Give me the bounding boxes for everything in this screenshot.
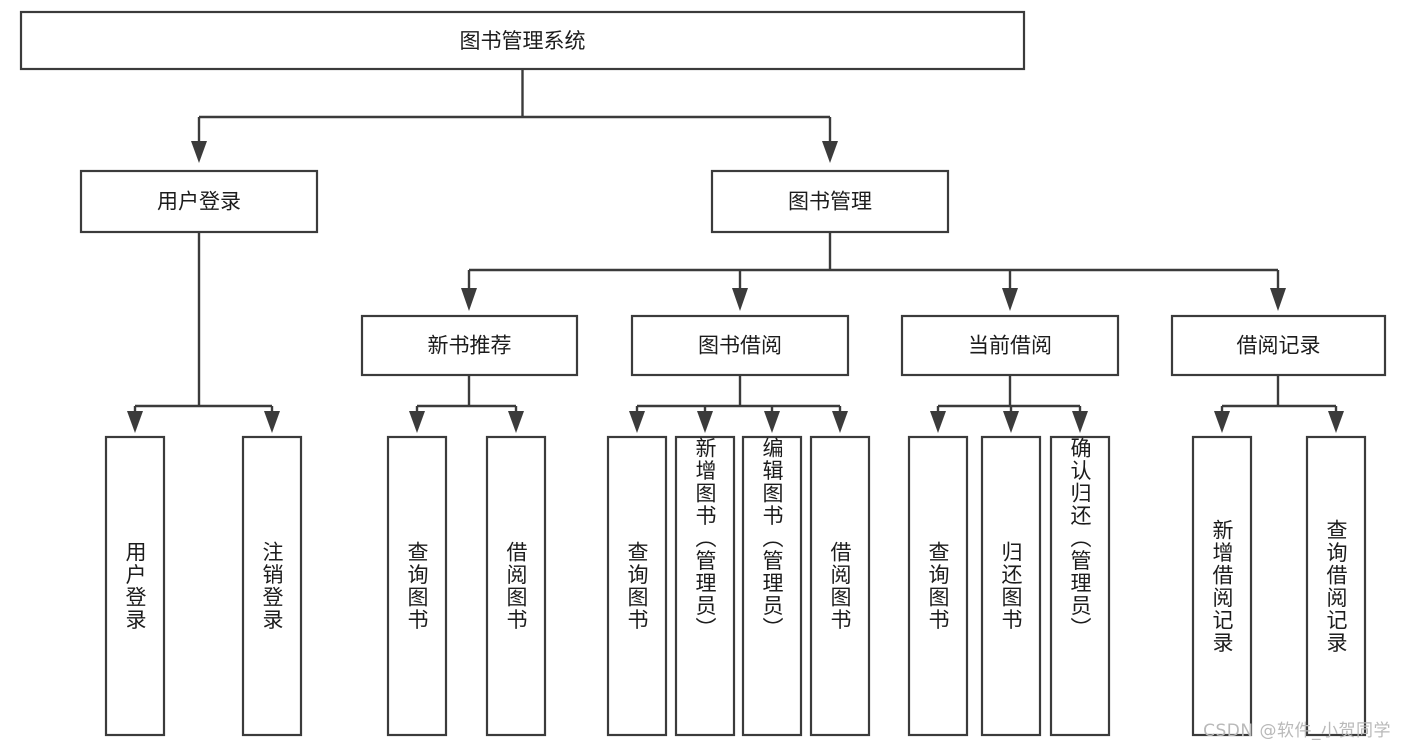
csdn-watermark: CSDN @软件_小贺同学	[1203, 721, 1391, 741]
node-book-management[interactable]: 图书管理	[710, 169, 950, 234]
arrowhead-newbook-leaf-1	[409, 411, 425, 433]
leaf-box-logout[interactable]	[241, 435, 303, 737]
leaf-box-add-book-admin[interactable]	[674, 435, 736, 737]
arrowhead-book-mgmt	[822, 141, 838, 163]
node-borrow-record[interactable]: 借阅记录	[1170, 314, 1387, 377]
node-root-system-label: 图书管理系统	[460, 29, 586, 53]
arrowhead-current-borrow	[1002, 288, 1018, 311]
node-current-borrow-label: 当前借阅	[968, 334, 1052, 358]
leaf-box-return-book[interactable]	[980, 435, 1042, 737]
arrowhead-current-leaf-1	[930, 411, 946, 433]
node-book-borrow-label: 图书借阅	[698, 334, 782, 358]
connector-group-book-mgmt	[461, 232, 1286, 311]
arrowhead-book-borrow	[732, 288, 748, 311]
node-book-management-box[interactable]	[710, 169, 950, 234]
node-book-management-label: 图书管理	[788, 190, 872, 214]
node-new-book-recommend-box[interactable]	[360, 314, 579, 377]
node-user-login-box[interactable]	[79, 169, 319, 234]
leaf-box-add-borrow-record[interactable]	[1191, 435, 1253, 737]
node-root-system[interactable]: 图书管理系统	[19, 10, 1026, 71]
leaf-box-query-book-rec[interactable]	[386, 435, 448, 737]
connector-group-root	[191, 69, 838, 163]
node-user-login[interactable]: 用户登录	[79, 169, 319, 234]
arrowhead-new-book-rec	[461, 288, 477, 311]
arrowhead-borrow-leaf-4	[832, 411, 848, 433]
arrowhead-borrow-leaf-3	[764, 411, 780, 433]
node-new-book-recommend[interactable]: 新书推荐	[360, 314, 579, 377]
arrowhead-leaf-logout	[264, 411, 280, 433]
node-borrow-record-label: 借阅记录	[1237, 334, 1321, 358]
connector-group-borrow-record	[1214, 375, 1344, 433]
arrowhead-newbook-leaf-2	[508, 411, 524, 433]
arrowhead-current-leaf-2	[1003, 411, 1019, 433]
connector-group-user-login	[127, 232, 280, 433]
leaf-box-confirm-return-admin[interactable]	[1049, 435, 1111, 737]
arrowhead-current-leaf-3	[1072, 411, 1088, 433]
connector-group-new-book-rec	[409, 375, 524, 433]
leaf-box-query-book-current[interactable]	[907, 435, 969, 737]
node-book-borrow[interactable]: 图书借阅	[630, 314, 850, 377]
node-borrow-record-box[interactable]	[1170, 314, 1387, 377]
node-root-system-box[interactable]	[19, 10, 1026, 71]
leaf-box-query-borrow-record[interactable]	[1305, 435, 1367, 737]
connector-group-current-borrow	[930, 375, 1088, 433]
leaf-box-query-book-borrow[interactable]	[606, 435, 668, 737]
node-user-login-label: 用户登录	[157, 190, 241, 214]
node-current-borrow-box[interactable]	[900, 314, 1120, 377]
leaf-box-borrow-book-rec[interactable]	[485, 435, 547, 737]
arrowhead-record-leaf-1	[1214, 411, 1230, 433]
leaf-boxes-group	[104, 435, 1367, 737]
arrowhead-borrow-leaf-2	[697, 411, 713, 433]
leaf-box-borrow-book[interactable]	[809, 435, 871, 737]
arrowhead-leaf-user-login	[127, 411, 143, 433]
arrowhead-borrow-record	[1270, 288, 1286, 311]
arrowhead-user-login	[191, 141, 207, 163]
connector-group-book-borrow	[629, 375, 848, 433]
arrowhead-record-leaf-2	[1328, 411, 1344, 433]
node-new-book-recommend-label: 新书推荐	[428, 334, 512, 358]
node-current-borrow[interactable]: 当前借阅	[900, 314, 1120, 377]
leaf-box-edit-book-admin[interactable]	[741, 435, 803, 737]
leaf-box-user-login[interactable]	[104, 435, 166, 737]
arrowhead-borrow-leaf-1	[629, 411, 645, 433]
node-book-borrow-box[interactable]	[630, 314, 850, 377]
